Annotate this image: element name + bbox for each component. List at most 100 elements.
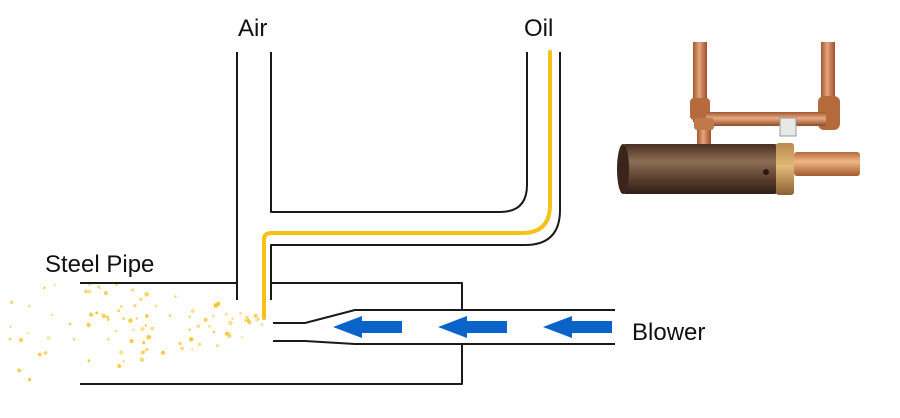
blower-label: Blower <box>632 319 706 346</box>
mist-droplet <box>142 341 146 345</box>
mist-droplet <box>37 352 42 357</box>
mist-droplet <box>119 305 123 309</box>
mist-droplet <box>17 368 22 373</box>
mist-droplet <box>95 311 99 315</box>
mist-droplet <box>139 357 145 363</box>
mist-droplet <box>53 283 57 287</box>
mist-droplet <box>132 328 135 331</box>
mist-droplet <box>253 313 258 318</box>
mist-droplet <box>106 315 110 319</box>
mist-droplet <box>190 348 194 351</box>
mist-droplet <box>89 312 94 317</box>
mist-droplet <box>247 319 251 323</box>
oil-line-outer-wall <box>270 52 561 300</box>
blower-tube <box>273 309 615 345</box>
mist-droplet <box>128 318 133 323</box>
mist-droplet <box>142 350 146 354</box>
mist-droplet <box>122 317 125 320</box>
flow-arrow-icon <box>333 316 402 338</box>
mist-droplet <box>117 364 122 369</box>
flow-arrow-icon <box>543 316 612 338</box>
steel-pipe-bottom-wall <box>80 344 463 385</box>
blower-tube-bottom-wall <box>273 340 615 345</box>
mist-droplet <box>145 347 149 352</box>
mist-droplet <box>107 318 110 322</box>
mist-droplet <box>154 304 158 308</box>
mist-droplet <box>150 326 155 331</box>
mist-droplet <box>188 328 191 331</box>
air-line <box>236 52 528 300</box>
mist-droplet <box>224 312 229 316</box>
mist-droplet <box>139 297 143 302</box>
mist-droplet <box>240 336 244 339</box>
mist-droplet <box>196 324 201 328</box>
air-label: Air <box>238 15 268 42</box>
mist-droplet <box>9 325 12 329</box>
mist-droplet <box>106 337 111 341</box>
mist-droplet <box>245 315 249 320</box>
mist-droplet <box>212 315 215 318</box>
flow-arrow-icon <box>438 316 507 338</box>
mist-droplet <box>257 317 260 320</box>
mist-droplet <box>28 377 32 382</box>
copper-nozzle-photo <box>617 42 860 195</box>
blower-flow-arrows <box>333 316 612 338</box>
mist-droplet <box>144 291 150 297</box>
mist-droplet <box>8 337 12 341</box>
mist-droplet <box>72 337 76 341</box>
steel-pipe <box>80 282 463 385</box>
mist-droplet <box>18 337 24 343</box>
steel-pipe-label: Steel Pipe <box>45 251 155 278</box>
mist-droplet <box>144 324 148 327</box>
mist-droplet <box>133 304 137 308</box>
mist-droplet <box>84 289 88 294</box>
mist-droplet <box>168 314 172 317</box>
mist-droplet <box>43 351 48 355</box>
mist-droplet <box>50 313 53 317</box>
mist-droplet <box>146 334 152 340</box>
mist-droplet <box>131 288 135 292</box>
mist-droplet <box>188 315 192 319</box>
mist-droplet <box>87 289 92 294</box>
mist-droplet <box>190 308 195 314</box>
mist-droplet <box>46 336 51 340</box>
mist-droplet <box>160 350 166 355</box>
mist-droplet <box>197 342 202 347</box>
mist-droplet <box>87 359 91 363</box>
mist-droplet <box>212 330 216 334</box>
blower-tube-top-wall <box>273 309 615 324</box>
mist-droplet <box>10 300 14 305</box>
oil-label: Oil <box>524 15 554 42</box>
mist-droplet <box>122 360 125 363</box>
mist-droplet <box>26 332 29 335</box>
mist-droplet <box>135 317 138 320</box>
oil-mist-spray <box>8 282 264 382</box>
mist-droplet <box>114 329 118 332</box>
mist-droplet <box>180 346 184 351</box>
mist-droplet <box>203 317 208 322</box>
mist-droplet <box>117 309 120 313</box>
mist-droplet <box>216 301 221 307</box>
mist-droplet <box>129 338 134 344</box>
mist-droplet <box>228 320 233 326</box>
mist-droplet <box>243 319 247 322</box>
mist-droplet <box>178 341 182 346</box>
air-line-right-wall <box>270 52 528 213</box>
mist-droplet <box>100 313 104 316</box>
oil-flow-line <box>262 50 552 320</box>
mist-droplet <box>188 337 194 342</box>
mist-droplet <box>119 350 124 355</box>
mist-droplet <box>103 291 108 296</box>
mist-droplet <box>174 295 177 298</box>
mist-droplet <box>260 323 264 327</box>
mist-droplet <box>145 314 149 318</box>
steel-pipe-top-wall-right <box>271 282 463 310</box>
mist-droplet <box>225 331 229 336</box>
mist-droplet <box>98 286 101 290</box>
mist-droplet <box>42 286 47 290</box>
mist-droplet <box>208 324 212 328</box>
mist-droplet <box>68 322 72 326</box>
mist-droplet <box>140 326 145 332</box>
mist-droplet <box>27 304 31 308</box>
